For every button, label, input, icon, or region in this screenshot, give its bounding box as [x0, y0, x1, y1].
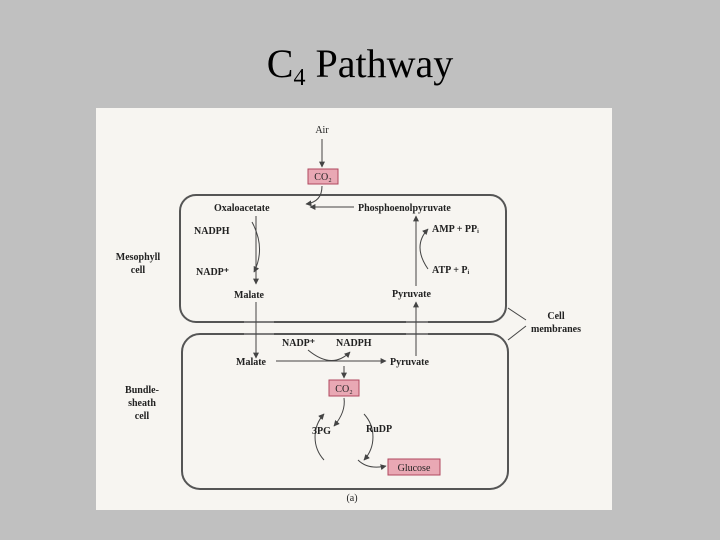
plasmodesma-right [406, 318, 428, 338]
pyruvate-mesophyll-label: Pyruvate [392, 289, 431, 300]
title-rest: Pathway [315, 41, 454, 86]
oxaloacetate-label: Oxaloacetate [214, 203, 270, 214]
air-label: Air [315, 125, 329, 136]
title-main: C [266, 41, 294, 86]
rudp-label: RuDP [366, 424, 392, 435]
cell-membranes-label-1: Cell [547, 311, 564, 322]
title-subscript: 4 [293, 65, 306, 91]
plasmodesma-left [244, 318, 274, 338]
bundle-sheath-cell-membrane [181, 333, 509, 490]
glucose-label: Glucose [398, 463, 431, 474]
bundle-sheath-label-1: Bundle- [125, 385, 159, 396]
nadp-bundle-label: NADP⁺ [282, 338, 315, 349]
c4-pathway-figure: Air CO₂ Oxaloacetate Phosphoenolpyruvate… [96, 108, 612, 510]
nadph-bundle-label: NADPH [336, 338, 372, 349]
pyruvate-bundle-label: Pyruvate [390, 357, 429, 368]
glucose-box [387, 458, 441, 476]
slide-title: C4 Pathway [0, 41, 720, 91]
bundle-sheath-label-3: cell [135, 411, 150, 422]
phosphoenolpyruvate-label: Phosphoenolpyruvate [358, 203, 451, 214]
malate-bundle-label: Malate [236, 357, 267, 368]
mesophyll-cell-label-1: Mesophyll [116, 252, 161, 263]
co2-top-label: CO₂ [314, 172, 331, 183]
nadp-mesophyll-label: NADP⁺ [196, 267, 229, 278]
bundle-sheath-label-2: sheath [128, 398, 156, 409]
atp-label: ATP + Pᵢ [432, 265, 470, 276]
mesophyll-cell-label-2: cell [131, 265, 146, 276]
co2-bundle-label: CO₂ [335, 384, 352, 395]
mesophyll-cell-membrane [179, 194, 507, 323]
nadph-mesophyll-label: NADPH [194, 226, 230, 237]
c4-pathway-diagram: Air CO₂ Oxaloacetate Phosphoenolpyruvate… [116, 125, 581, 504]
3pg-label: 3PG [312, 426, 331, 437]
malate-mesophyll-label: Malate [234, 290, 265, 301]
co2-bundle-box [328, 379, 360, 397]
cell-membranes-label-2: membranes [531, 324, 581, 335]
amp-label: AMP + PPᵢ [432, 224, 479, 235]
figure-caption: (a) [346, 493, 357, 504]
co2-top-box [307, 168, 339, 185]
